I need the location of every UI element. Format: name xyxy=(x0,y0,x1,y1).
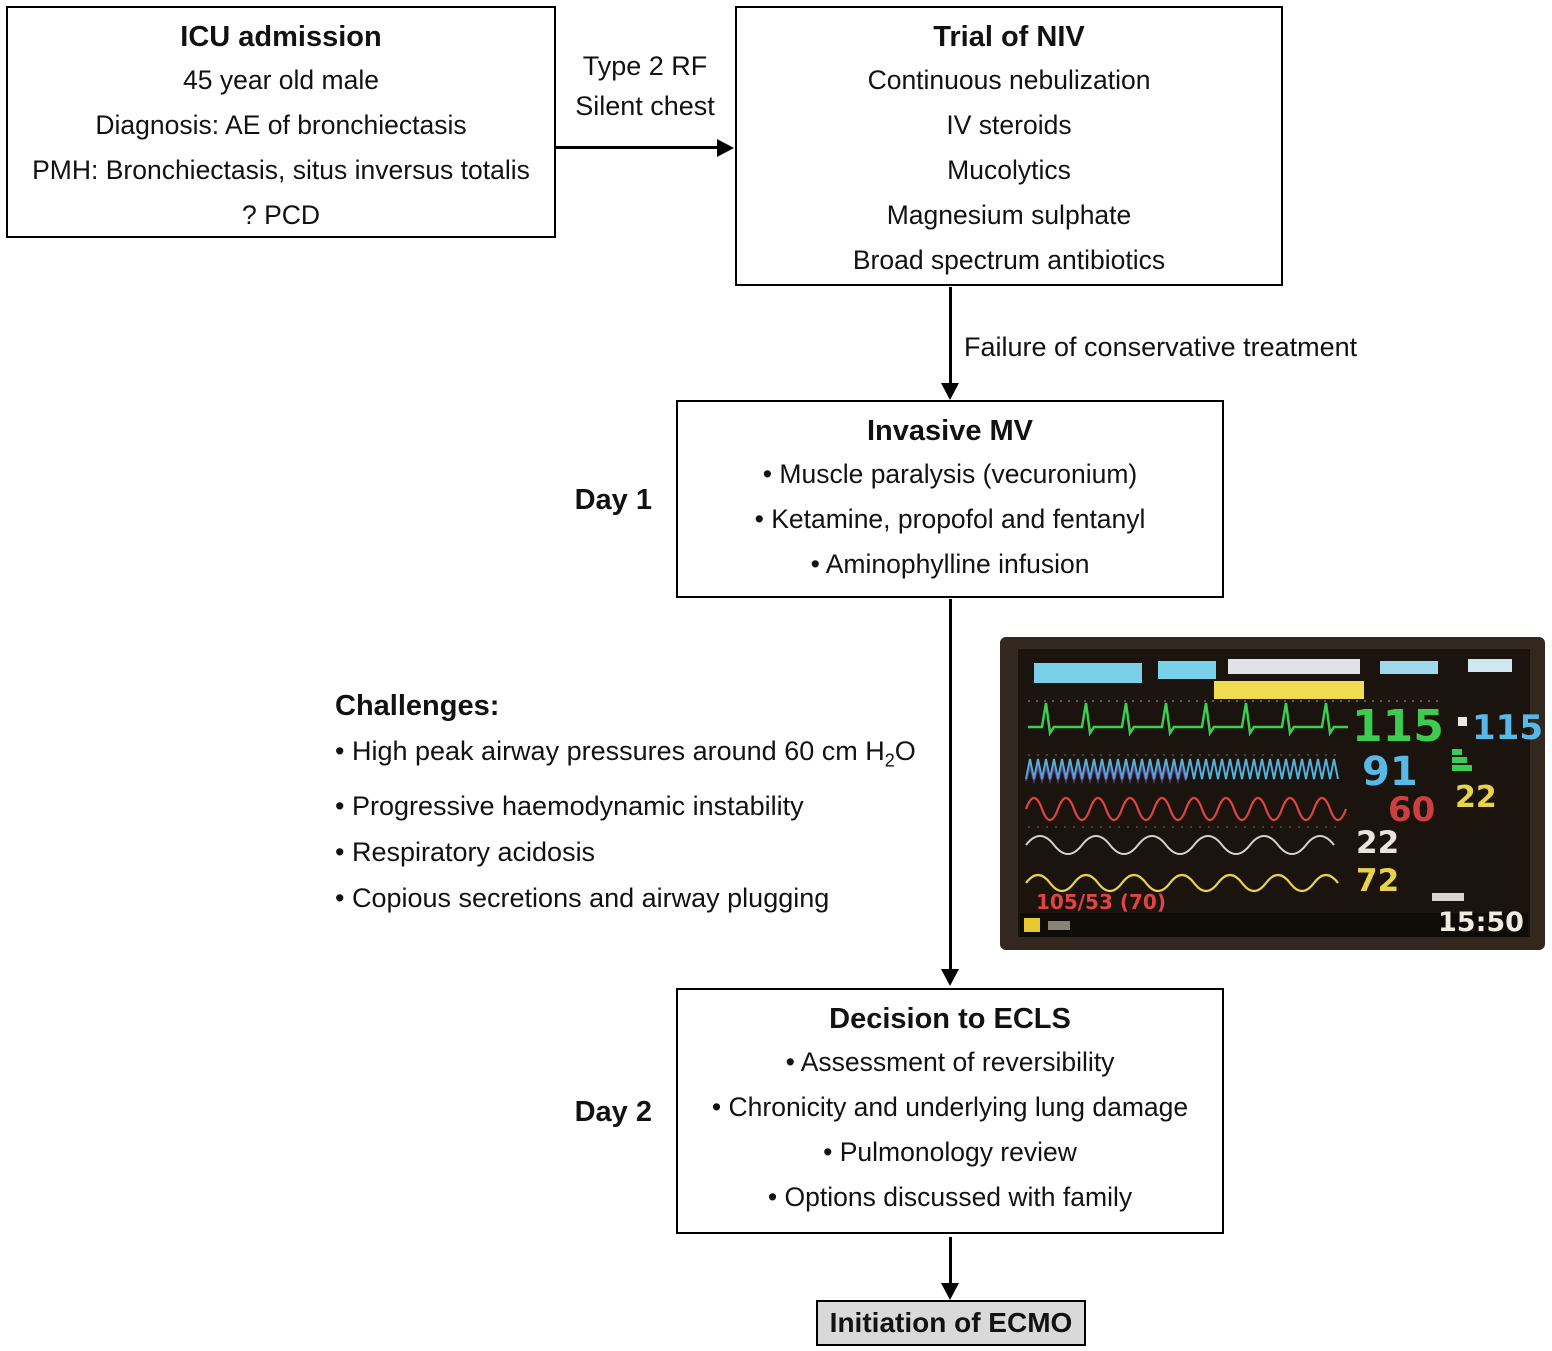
header-bar-cyan xyxy=(1034,663,1142,683)
arrowhead-down-icon xyxy=(941,383,959,400)
box-title: ICU admission xyxy=(180,21,382,53)
box-invasive-mv: Invasive MV Muscle paralysis (vecuronium… xyxy=(676,400,1224,598)
header-bar-cyan-small xyxy=(1158,661,1216,679)
header-bar-right xyxy=(1380,661,1438,674)
right-yellow-value: 22 xyxy=(1455,780,1497,815)
header-bar-white xyxy=(1228,659,1360,674)
header-bar-yellow xyxy=(1214,681,1364,699)
box-bullet: Ketamine, propofol and fentanyl xyxy=(678,497,1222,542)
box-line: IV steroids xyxy=(946,110,1072,140)
box-line: Continuous nebulization xyxy=(867,65,1151,95)
monitor-menu-bar xyxy=(1020,913,1528,937)
alarm-icon xyxy=(1458,717,1467,726)
arrow-line-vertical xyxy=(949,287,952,385)
box-line: Broad spectrum antibiotics xyxy=(852,245,1166,275)
edge-label-type2rf: Type 2 RF Silent chest xyxy=(556,46,734,126)
monitor-photo-svg: 115 115 22 91 60 22 72 105/53 (70) 15:50 xyxy=(1000,637,1545,950)
yellow-waveform xyxy=(1025,873,1339,893)
arrowhead-down-icon xyxy=(941,1283,959,1300)
yellow-value: 72 xyxy=(1356,863,1399,899)
monitor-photo: 115 115 22 91 60 22 72 105/53 (70) 15:50 xyxy=(1000,637,1545,950)
box-bullet: Aminophylline infusion xyxy=(678,542,1222,587)
box-decision-to-ecls: Decision to ECLS Assessment of reversibi… xyxy=(676,988,1224,1234)
challenges-title: Challenges: xyxy=(335,690,500,722)
box-line: Mucolytics xyxy=(947,155,1071,185)
arterial-waveform-blue xyxy=(1025,758,1339,780)
pressure-value: 91 xyxy=(1362,749,1418,795)
arrowhead-right-icon xyxy=(717,139,734,157)
challenge-item: Progressive haemodynamic instability xyxy=(335,783,1000,829)
right-top-value: 115 xyxy=(1472,708,1543,748)
signal-bar xyxy=(1452,749,1462,755)
box-title: Invasive MV xyxy=(866,415,1034,447)
day2-label: Day 2 xyxy=(574,1096,652,1128)
box-bullet: Pulmonology review xyxy=(678,1130,1222,1175)
header-bar-corner xyxy=(1468,659,1512,672)
box-initiation-of-ecmo: Initiation of ECMO xyxy=(816,1300,1086,1346)
box-bullet: Assessment of reversibility xyxy=(678,1040,1222,1085)
nibp-value: 105/53 (70) xyxy=(1036,890,1166,914)
edge-label-line: Silent chest xyxy=(575,91,715,121)
box-line: PMH: Bronchiectasis, situs inversus tota… xyxy=(32,155,530,185)
arrowhead-down-icon xyxy=(941,969,959,986)
box-bullet: Chronicity and underlying lung damage xyxy=(678,1085,1222,1130)
time-tab xyxy=(1432,893,1464,901)
challenge-text: High peak airway pressures around 60 cm … xyxy=(351,736,885,766)
box-trial-of-niv: Trial of NIV Continuous nebulization IV … xyxy=(735,6,1283,286)
red-waveform xyxy=(1024,796,1348,822)
challenges-block: Challenges: High peak airway pressures a… xyxy=(335,684,1000,921)
menu-key-yellow xyxy=(1024,918,1040,932)
menu-key-grey xyxy=(1048,921,1070,930)
box-line: Diagnosis: AE of bronchiectasis xyxy=(95,110,467,140)
red-value: 60 xyxy=(1388,790,1435,830)
white-waveform xyxy=(1025,835,1335,855)
edge-label-line: Type 2 RF xyxy=(582,51,708,81)
box-title: Trial of NIV xyxy=(933,21,1085,53)
challenge-item: Copious secretions and airway plugging xyxy=(335,875,1000,921)
box-line: ? PCD xyxy=(241,200,321,230)
clock-value: 15:50 xyxy=(1438,907,1524,938)
box-bullet: Muscle paralysis (vecuronium) xyxy=(678,452,1222,497)
signal-bar xyxy=(1452,765,1472,771)
arrow-line-horizontal xyxy=(556,146,718,149)
subscript: 2 xyxy=(884,750,895,771)
box-line: Magnesium sulphate xyxy=(886,200,1132,230)
hr-value: 115 xyxy=(1352,701,1444,752)
white-value: 22 xyxy=(1356,825,1399,861)
day1-label: Day 1 xyxy=(574,484,652,516)
box-bullet: Options discussed with family xyxy=(678,1175,1222,1220)
box-icu-admission: ICU admission 45 year old male Diagnosis… xyxy=(6,6,556,238)
box-title: Decision to ECLS xyxy=(829,1003,1071,1035)
challenge-item: Respiratory acidosis xyxy=(335,829,1000,875)
ecg-waveform xyxy=(1028,702,1348,737)
challenge-text-tail: O xyxy=(894,736,916,766)
arrow-line-vertical xyxy=(949,1237,952,1285)
arterial-waveform-overlay xyxy=(1025,763,1187,785)
edge-label-failure: Failure of conservative treatment xyxy=(964,332,1358,362)
signal-bar xyxy=(1452,757,1467,763)
box-line: 45 year old male xyxy=(183,65,379,95)
challenge-item: High peak airway pressures around 60 cm … xyxy=(335,728,1000,783)
